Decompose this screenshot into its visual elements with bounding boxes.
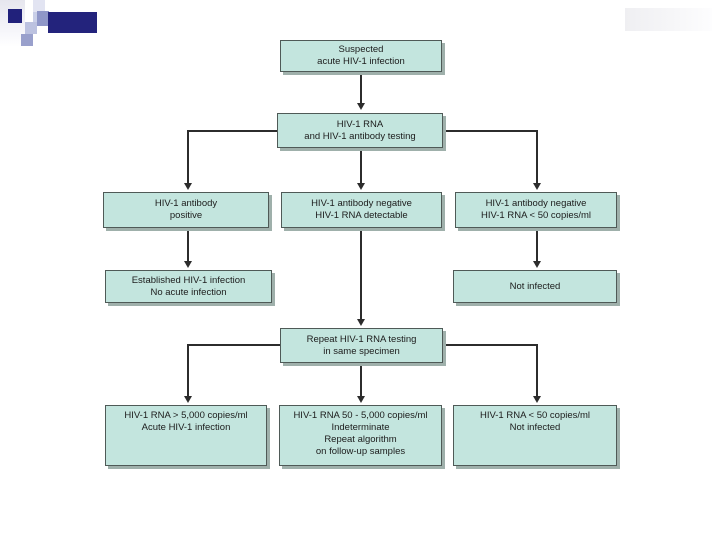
connector-ab-positive-established (187, 228, 189, 261)
corner-mosaic-square (33, 0, 45, 12)
node-text: HIV-1 RNA detectable (315, 210, 408, 221)
node-text: Not infected (509, 280, 561, 292)
arrowhead-into-testing (357, 103, 365, 110)
node-text: Indeterminate (331, 422, 390, 433)
arrowhead-into-established (184, 261, 192, 268)
node-suspected-acute-infection: Suspected acute HIV-1 infection (280, 40, 442, 72)
node-text: Acute HIV-1 infection (141, 422, 231, 433)
node-repeat-rna-testing: Repeat HIV-1 RNA testing in same specime… (280, 328, 443, 363)
node-text: HIV-1 RNA < 50 copies/ml (479, 410, 591, 421)
connector-testing-right-branch (443, 130, 538, 132)
connector-drop-ab-positive (187, 130, 189, 183)
arrowhead-into-ab-neg-low (533, 183, 541, 190)
node-text: HIV-1 RNA (336, 118, 384, 130)
connector-ab-neg-detect-repeat (360, 228, 362, 319)
connector-drop-rna-high (187, 344, 189, 396)
node-text: and HIV-1 antibody testing (304, 130, 416, 142)
connector-drop-ab-neg-low (536, 130, 538, 183)
node-text: Not infected (509, 422, 561, 433)
node-text: HIV-1 antibody negative (485, 198, 587, 209)
connector-repeat-left-branch (188, 344, 280, 346)
node-text: Repeat algorithm (324, 434, 397, 445)
node-text: HIV-1 antibody (154, 198, 218, 209)
node-text: HIV-1 antibody negative (311, 198, 412, 209)
arrowhead-into-rna-mid (357, 396, 365, 403)
corner-mosaic-square (21, 34, 33, 46)
arrowhead-into-ab-neg-detect (357, 183, 365, 190)
node-text: No acute infection (150, 286, 227, 298)
node-text: acute HIV-1 infection (317, 56, 405, 67)
corner-navy-bar (48, 12, 97, 33)
node-text: HIV-1 RNA > 5,000 copies/ml (124, 410, 248, 421)
node-text: on follow-up samples (315, 446, 406, 457)
corner-mosaic-square (37, 11, 49, 26)
connector-ab-neg-low-not-infected (536, 228, 538, 261)
corner-gradient-strip (0, 0, 25, 47)
node-rna-50-5000-indeterminate: HIV-1 RNA 50 - 5,000 copies/ml Indetermi… (279, 405, 442, 466)
node-antibody-negative-rna-below-50: HIV-1 antibody negative HIV-1 RNA < 50 c… (455, 192, 617, 228)
arrowhead-into-rna-low (533, 396, 541, 403)
node-text: Suspected (338, 44, 384, 55)
connector-drop-rna-low (536, 344, 538, 396)
arrowhead-into-repeat (357, 319, 365, 326)
arrowhead-into-ab-positive (184, 183, 192, 190)
corner-mosaic-square (25, 22, 37, 34)
node-antibody-positive: HIV-1 antibody positive (103, 192, 269, 228)
arrowhead-into-not-infected-1 (533, 261, 541, 268)
node-text: Repeat HIV-1 RNA testing (306, 333, 417, 345)
node-rna-antibody-testing: HIV-1 RNA and HIV-1 antibody testing (277, 113, 443, 148)
node-text: HIV-1 RNA < 50 copies/ml (480, 210, 592, 221)
arrowhead-into-rna-high (184, 396, 192, 403)
top-right-gradient-bar (625, 8, 712, 31)
node-antibody-negative-rna-detectable: HIV-1 antibody negative HIV-1 RNA detect… (281, 192, 442, 228)
node-not-infected: Not infected (453, 270, 617, 303)
connector-testing-left-branch (188, 130, 278, 132)
connector-drop-rna-mid (360, 362, 362, 396)
connector-suspected-testing (360, 73, 362, 103)
node-rna-below-50-not-infected: HIV-1 RNA < 50 copies/ml Not infected (453, 405, 617, 466)
node-text: positive (169, 210, 203, 221)
node-text: HIV-1 RNA 50 - 5,000 copies/ml (293, 410, 428, 421)
connector-repeat-right-branch (443, 344, 538, 346)
node-rna-above-5000-acute: HIV-1 RNA > 5,000 copies/ml Acute HIV-1 … (105, 405, 267, 466)
corner-navy-square (8, 9, 22, 23)
node-established-infection: Established HIV-1 infection No acute inf… (105, 270, 272, 303)
node-text: in same specimen (323, 345, 400, 357)
node-text: Established HIV-1 infection (131, 274, 246, 286)
connector-drop-ab-neg-detect (360, 147, 362, 183)
